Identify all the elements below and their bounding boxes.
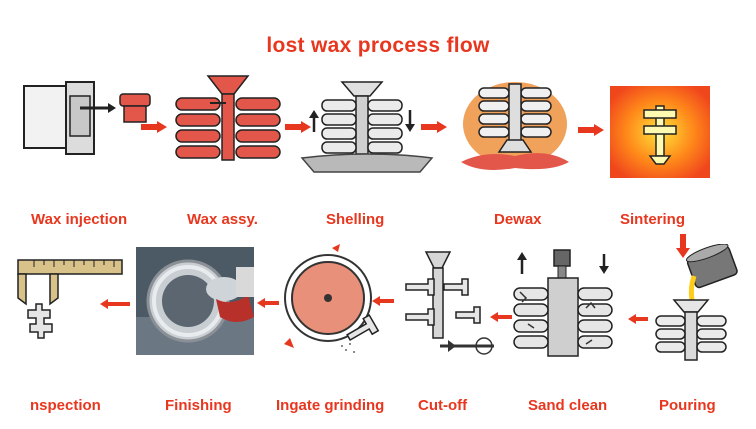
step-label-dewax: Dewax <box>494 211 542 228</box>
ingate-grinding-illustration <box>284 244 380 353</box>
inspection-caliper-illustration <box>17 259 123 339</box>
step-label-pouring: Pouring <box>659 397 716 414</box>
sand-clean-illustration <box>513 249 613 357</box>
arrow-pouring-to-sand-clean <box>628 314 648 324</box>
step-label-wax-injection: Wax injection <box>31 211 128 228</box>
arrow-assy-to-shelling <box>285 121 311 133</box>
arrow-sand-clean-to-cut-off <box>490 312 512 322</box>
step-label-cut-off: Cut-off <box>418 397 468 414</box>
sintering-furnace-illustration <box>610 86 710 178</box>
arrow-cut-off-to-grinding <box>372 296 394 306</box>
arrow-finishing-to-inspection <box>100 299 130 309</box>
diagram-title: lost wax process flow <box>266 34 490 57</box>
step-label-ingate-grinding: Ingate grinding <box>276 397 385 414</box>
step-label-sand-clean: Sand clean <box>528 397 608 414</box>
wax-assembly-tree-illustration <box>175 75 281 161</box>
cut-off-illustration <box>405 251 494 355</box>
wax-injection-illustration <box>23 81 151 155</box>
arrow-dewax-to-sintering <box>578 124 604 136</box>
dewax-illustration <box>461 82 569 170</box>
arrow-sintering-to-pouring <box>676 234 690 258</box>
arrow-shelling-to-dewax <box>421 121 447 133</box>
pouring-illustration <box>655 244 738 361</box>
shelling-illustration <box>300 81 434 173</box>
step-label-wax-assy: Wax assy. <box>187 211 258 228</box>
step-label-inspection: nspection <box>30 397 101 414</box>
step-label-sintering: Sintering <box>620 211 686 228</box>
finishing-photo <box>136 247 254 355</box>
step-label-finishing: Finishing <box>165 397 232 414</box>
step-label-shelling: Shelling <box>326 211 385 228</box>
arrow-grinding-to-finishing <box>257 298 279 308</box>
arrow-injection-to-assy <box>141 121 167 133</box>
